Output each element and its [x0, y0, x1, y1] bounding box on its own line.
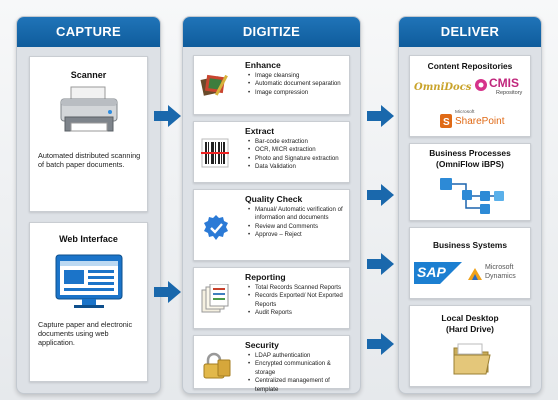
sap-logo: SAP — [414, 262, 462, 284]
cmis-logo: CMIS Repository — [474, 76, 530, 100]
arrow-digitize-to-deliver-4 — [367, 333, 394, 355]
cmis-mark-icon — [475, 79, 487, 91]
lock-icon — [203, 352, 231, 379]
local-desktop-card: Local Desktop (Hard Drive) — [409, 305, 531, 387]
business-systems-title: Business Systems — [432, 240, 508, 250]
web-interface-description: Capture paper and electronic documents u… — [38, 320, 133, 348]
list-item: Data Validation — [247, 163, 349, 172]
quality-check-icon — [204, 215, 228, 240]
content-repositories-title: Content Repositories — [427, 61, 513, 71]
list-item: Automatic document separation — [247, 80, 349, 89]
cmis-subtext: Repository — [496, 90, 523, 96]
local-desktop-title: Local Desktop — [441, 313, 499, 323]
sap-text: SAP — [417, 264, 446, 280]
enhance-card: Enhance Image cleansing Automatic docume… — [193, 55, 350, 115]
list-item: Centralized management of template — [247, 377, 349, 394]
list-item: Image cleansing — [247, 72, 349, 81]
deliver-header: DELIVER — [399, 17, 541, 47]
reporting-card: Reporting Total Records Scanned Reports … — [193, 267, 350, 329]
process-flow-icon — [440, 178, 504, 214]
digitize-header: DIGITIZE — [183, 17, 360, 47]
enhance-icon — [200, 74, 228, 96]
scanner-title: Scanner — [70, 70, 107, 80]
scanner-description: Automated distributed scanning of batch … — [38, 151, 141, 170]
business-systems-card: Business Systems SAP Microsoft Dynamics — [409, 227, 531, 299]
ms-dynamics-mark-icon — [468, 268, 482, 280]
ms-dynamics-top-text: Microsoft — [485, 264, 514, 271]
reporting-list: Total Records Scanned Reports Records Ex… — [247, 284, 349, 318]
arrow-digitize-to-deliver-1 — [367, 105, 394, 127]
content-repositories-card: Content Repositories OmniDocs CMIS Repos… — [409, 55, 531, 137]
scanner-icon — [60, 86, 118, 132]
arrow-digitize-to-deliver-2 — [367, 184, 394, 206]
list-item: Photo and Signature extraction — [247, 155, 349, 164]
list-item: Manual/ Automatic verification of inform… — [247, 206, 349, 223]
omnidocs-logo: OmniDocs — [414, 82, 472, 93]
business-processes-title: Business Processes — [429, 148, 511, 158]
arrow-capture-to-digitize-top — [154, 105, 181, 127]
ms-dynamics-bottom-text: Dynamics — [485, 273, 516, 280]
sharepoint-logo: S Microsoft SharePoint — [440, 110, 520, 132]
business-processes-subtitle: (OmniFlow iBPS) — [436, 159, 504, 169]
security-list: LDAP authentication Encrypted communicat… — [247, 352, 349, 394]
security-title: Security — [245, 340, 279, 350]
sharepoint-text: SharePoint — [455, 116, 505, 127]
deliver-column: DELIVER Content Repositories OmniDocs CM… — [398, 16, 542, 394]
extract-list: Bar-code extraction OCR, MICR extraction… — [247, 138, 349, 172]
reports-icon — [201, 284, 229, 313]
web-browser-icon — [55, 254, 123, 308]
svg-text:S: S — [443, 117, 450, 128]
enhance-title: Enhance — [245, 60, 281, 70]
capture-column: CAPTURE Scanner Automated distributed sc… — [16, 16, 161, 394]
enhance-list: Image cleansing Automatic document separ… — [247, 72, 349, 98]
capture-header: CAPTURE — [17, 17, 160, 47]
arrow-capture-to-digitize-bottom — [154, 281, 181, 303]
local-desktop-subtitle: (Hard Drive) — [446, 324, 494, 334]
digitize-column: DIGITIZE Enhance Image cleansing Automat… — [182, 16, 361, 394]
cmis-text: CMIS — [489, 76, 519, 90]
arrow-digitize-to-deliver-3 — [367, 253, 394, 275]
ms-dynamics-logo: Microsoft Dynamics — [467, 262, 529, 286]
reporting-title: Reporting — [245, 272, 286, 282]
folder-icon — [453, 343, 491, 375]
sap-mark-icon — [414, 262, 462, 284]
web-interface-title: Web Interface — [59, 234, 118, 244]
list-item: Total Records Scanned Reports — [247, 284, 349, 293]
list-item: Review and Comments — [247, 223, 349, 232]
list-item: Approve – Reject — [247, 231, 349, 240]
list-item: Bar-code extraction — [247, 138, 349, 147]
barcode-scan-icon — [201, 138, 229, 168]
quality-check-list: Manual/ Automatic verification of inform… — [247, 206, 349, 240]
list-item: OCR, MICR extraction — [247, 146, 349, 155]
security-card: Security LDAP authentication Encrypted c… — [193, 335, 350, 393]
extract-title: Extract — [245, 126, 275, 136]
quality-check-title: Quality Check — [245, 194, 303, 204]
scanner-card: Scanner Automated distributed scanning o… — [29, 56, 148, 212]
quality-check-card: Quality Check Manual/ Automatic verifica… — [193, 189, 350, 261]
web-interface-card: Web Interface Capture paper and electron… — [29, 222, 148, 382]
business-processes-card: Business Processes (OmniFlow iBPS) — [409, 143, 531, 221]
list-item: Audit Reports — [247, 309, 349, 318]
sharepoint-top-text: Microsoft — [455, 110, 475, 115]
extract-card: Extract Bar-code extraction OCR, MICR ex… — [193, 121, 350, 183]
list-item: Records Exported/ Not Exported Reports — [247, 292, 349, 309]
list-item: Encrypted communication & storage — [247, 360, 349, 377]
list-item: LDAP authentication — [247, 352, 349, 361]
sharepoint-mark-icon: S — [440, 114, 452, 128]
list-item: Image compression — [247, 89, 349, 98]
